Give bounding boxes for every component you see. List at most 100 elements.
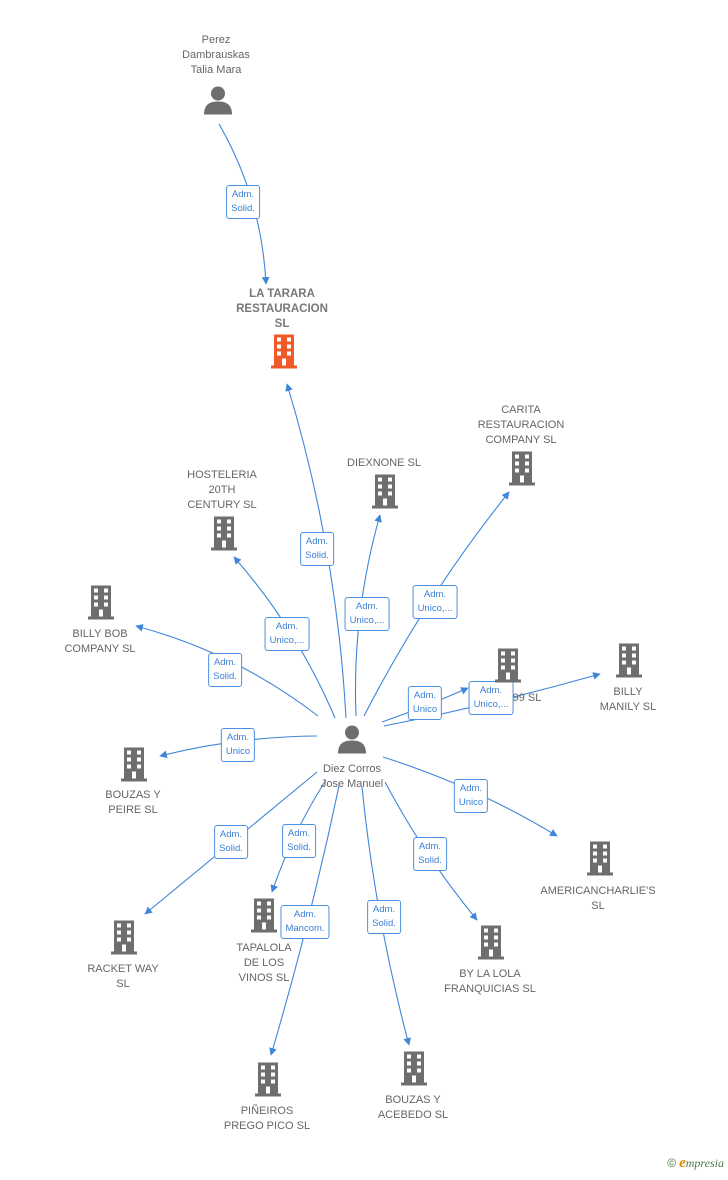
node-label-line: FRANQUICIAS SL [444, 983, 536, 995]
edge-label-line: Unico,... [417, 603, 453, 614]
building-icon[interactable] [211, 516, 237, 556]
edge-label-line: Unico,... [269, 635, 305, 646]
edge-label-line: Adm. [293, 909, 317, 920]
edge-label-line: Adm. [275, 621, 299, 632]
node-label-line: RACKET WAY [87, 963, 159, 975]
edge-label-hosteleria[interactable]: Adm. Unico,... [264, 617, 310, 651]
edge-label-line: Adm. [459, 783, 483, 794]
edge-label-line: Adm. [213, 657, 237, 668]
person-icon[interactable] [203, 85, 233, 120]
edge-label-line: Adm. [479, 685, 503, 696]
building-icon[interactable] [88, 585, 114, 625]
edge-label-americancharlie[interactable]: Adm. Unico [453, 779, 489, 813]
edge-label-line: Solid. [287, 842, 311, 853]
node-label-line: SL [116, 978, 130, 990]
node-label-line: Perez [201, 34, 231, 46]
edge-label-line: Adm. [305, 536, 329, 547]
building-icon[interactable] [255, 1062, 281, 1102]
node-label-line: HOSTELERIA [187, 469, 257, 481]
node-label-billybob[interactable]: BILLY BOB COMPANY SL [64, 627, 135, 657]
node-label-line: 20TH [208, 484, 236, 496]
node-label-line: CENTURY SL [187, 499, 257, 511]
building-icon[interactable] [478, 925, 504, 965]
edge-label-line: Solid. [219, 843, 243, 854]
node-label-line: BOUZAS Y [385, 1094, 441, 1106]
node-label-bouzasacebedo[interactable]: BOUZAS Y ACEBEDO SL [378, 1093, 448, 1123]
node-label-line: CARITA [501, 404, 541, 416]
edge-label-bylola[interactable]: Adm.Solid. [413, 837, 447, 871]
edge-label-line: Mancom. [285, 923, 325, 934]
building-icon[interactable] [587, 841, 613, 881]
edge-label-tapalola[interactable]: Adm.Solid. [282, 824, 316, 858]
node-label-racketway[interactable]: RACKET WAY SL [87, 962, 158, 992]
node-label-carita[interactable]: CARITA RESTAURACION COMPANY SL [478, 403, 565, 448]
node-label-hosteleria[interactable]: HOSTELERIA 20TH CENTURY SL [187, 468, 257, 513]
node-label-line: ACEBEDO SL [377, 1109, 449, 1121]
footer-brand: © empresia [667, 1155, 724, 1172]
node-label-americancharlie[interactable]: AMERICANCHARLIE'S SL [540, 884, 655, 914]
edge-label-line: Adm. [418, 841, 442, 852]
node-label-line: BILLY BOB [72, 628, 128, 640]
building-icon[interactable] [251, 898, 277, 938]
edge-label-billymanily[interactable]: Adm.Unico,... [468, 681, 514, 715]
building-icon[interactable] [372, 474, 398, 514]
building-icon[interactable] [121, 747, 147, 787]
edge-label-diexnone[interactable]: Adm.Unico,... [344, 597, 390, 631]
brand-initial: e [679, 1155, 686, 1171]
node-label-line: SL [591, 900, 605, 912]
edge-label-line: Solid. [231, 203, 255, 214]
node-label-line: RESTAURACION [477, 419, 565, 431]
node-label-line: BOUZAS Y [105, 789, 161, 801]
node-label-bylola[interactable]: BY LA LOLA FRANQUICIAS SL [444, 967, 536, 997]
node-label-line: BY LA LOLA [459, 968, 521, 980]
edge-label-line: Adm. [231, 189, 255, 200]
node-label-line: DE LOS [243, 957, 285, 969]
node-label-line: COMPANY SL [64, 643, 136, 655]
edge-label-billybob[interactable]: Adm. Solid. [208, 653, 242, 687]
building-icon[interactable] [271, 334, 297, 374]
edge-label-racketway[interactable]: Adm.Solid. [214, 825, 248, 859]
building-icon[interactable] [509, 451, 535, 491]
building-icon[interactable] [616, 643, 642, 683]
edge-label-carita[interactable]: Adm.Unico,... [412, 585, 458, 619]
node-label-n99[interactable]: 99 SL [513, 691, 542, 706]
copyright-symbol: © [667, 1156, 677, 1170]
edge-label-tarara[interactable]: Adm.Solid. [300, 532, 334, 566]
edge-label-line: Unico [458, 797, 484, 808]
node-label-line: 99 SL [512, 692, 542, 704]
edge-label-pineiros[interactable]: Adm. Mancom. [280, 905, 330, 939]
node-label-line: DIEXNONE SL [347, 457, 421, 469]
edge-label-line: Unico [412, 704, 438, 715]
person-icon[interactable] [337, 724, 367, 759]
edge-label-bouzasacebedo[interactable]: Adm.Solid. [367, 900, 401, 934]
node-label-line: Diez Corros [322, 763, 382, 775]
node-label-line: SL [274, 318, 290, 330]
node-label-line: RESTAURACION [236, 303, 328, 315]
node-label-bouzaspeire[interactable]: BOUZAS Y PEIRE SL [105, 788, 160, 818]
node-label-line: PIÑEIROS [240, 1105, 294, 1117]
node-label-line: COMPANY SL [485, 434, 557, 446]
edge-label-line: Unico [225, 746, 251, 757]
edge-label-n99[interactable]: Adm. Unico [407, 686, 443, 720]
edge-label-line: Solid. [213, 671, 237, 682]
edge-label-line: Unico,... [349, 615, 385, 626]
building-icon[interactable] [495, 648, 521, 688]
edge-label-tarara[interactable]: Adm. Solid. [226, 185, 260, 219]
edge-label-line: Adm. [413, 690, 437, 701]
building-icon[interactable] [111, 920, 137, 960]
node-label-line: VINOS SL [238, 972, 290, 984]
node-label-line: AMERICANCHARLIE'S [540, 885, 656, 897]
edge-label-line: Solid. [372, 918, 396, 929]
edge-label-bouzaspeire[interactable]: Adm.Unico [220, 728, 256, 762]
node-label-line: Jose Manuel [320, 778, 384, 790]
node-label-line: PEIRE SL [108, 804, 158, 816]
node-label-diexnone[interactable]: DIEXNONE SL [347, 456, 421, 471]
building-icon[interactable] [401, 1051, 427, 1091]
